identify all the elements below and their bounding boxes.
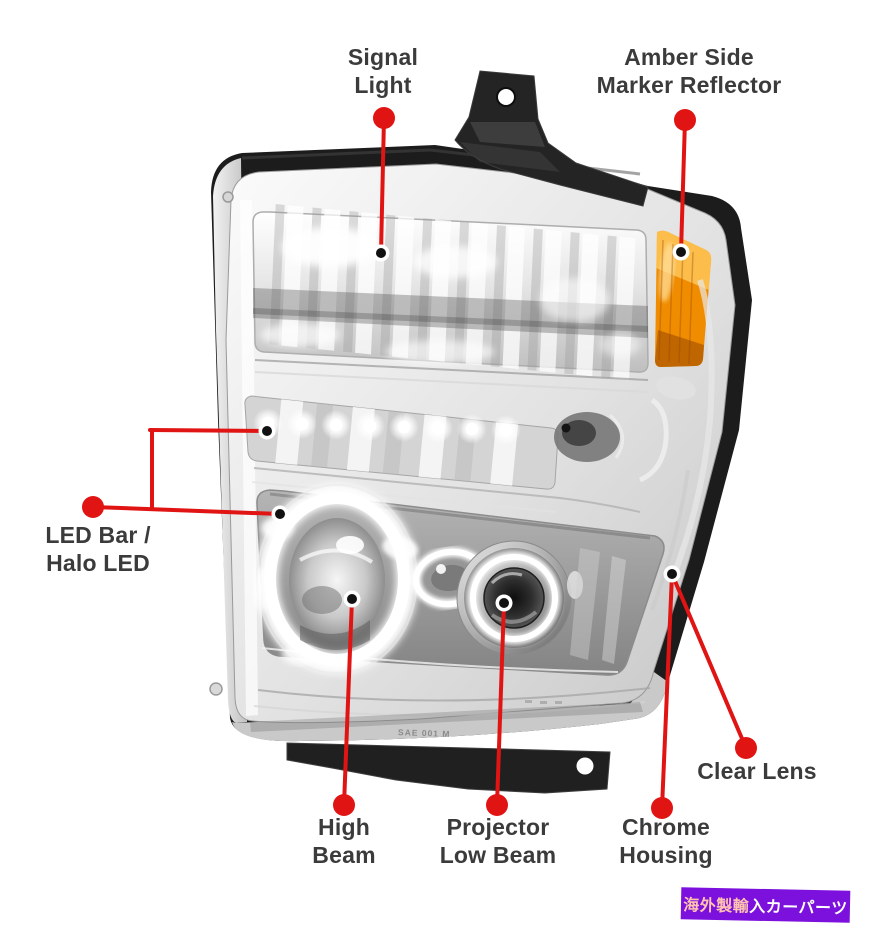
- label-line: Chrome: [621, 814, 711, 840]
- signal-light-reflector: [252, 203, 649, 381]
- bulb-socket: [554, 412, 625, 462]
- label-line: Housing: [619, 842, 713, 868]
- watermark-text-left: 海外製輸: [683, 897, 750, 916]
- label-line: Halo LED: [46, 550, 150, 576]
- led-bar: [244, 395, 559, 490]
- watermark-banner: 海外製輸入カーパーツ: [680, 887, 851, 923]
- callout-red-dots: [82, 107, 757, 819]
- projector-opening: [254, 484, 665, 676]
- label-amber-side-marker: Amber Side Marker Reflector: [597, 43, 782, 99]
- reflector-flutes: [268, 203, 638, 381]
- callout-target-dots: [258, 243, 690, 612]
- lens-sae-marking: SAE 001 M: [397, 727, 451, 739]
- label-line: Low Beam: [439, 842, 557, 868]
- label-led-bar-halo: LED Bar / Halo LED: [45, 521, 150, 577]
- label-line: High: [318, 814, 370, 840]
- label-high-beam: High Beam: [312, 813, 375, 869]
- label-line: Signal: [347, 44, 419, 70]
- label-clear-lens: Clear Lens: [697, 757, 817, 785]
- high-beam-halo-ring: [254, 484, 418, 674]
- label-line: Projector: [446, 814, 550, 840]
- label-line: Amber Side: [624, 44, 754, 70]
- label-line: Clear Lens: [697, 758, 817, 784]
- led-dots: [253, 408, 521, 445]
- label-signal-light: Signal Light: [348, 43, 418, 99]
- label-line: Beam: [312, 842, 376, 868]
- right-side-chrome: [638, 279, 715, 611]
- leader-lines: [91, 116, 748, 810]
- label-projector-low-beam: Projector Low Beam: [440, 813, 557, 869]
- label-line: Marker Reflector: [596, 72, 782, 98]
- label-line: Light: [354, 72, 412, 98]
- amber-side-marker-reflector: [655, 230, 712, 400]
- bottom-mounting-bracket: [286, 742, 611, 794]
- top-mounting-bracket: [454, 70, 649, 207]
- watermark-text-right: 入カーパーツ: [749, 898, 848, 918]
- label-line: LED Bar /: [45, 522, 151, 548]
- label-chrome-housing: Chrome Housing: [619, 813, 712, 869]
- projector-low-beam-lens: [456, 540, 583, 656]
